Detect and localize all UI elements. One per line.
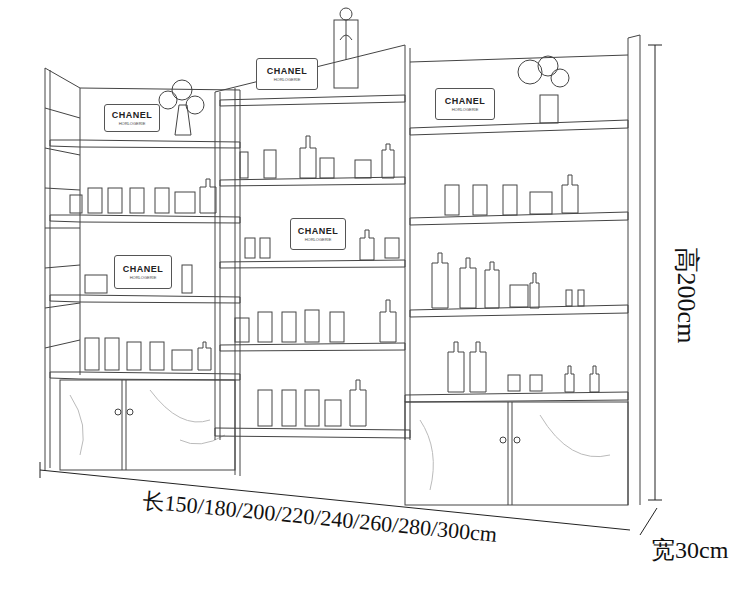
brand-name: CHANEL xyxy=(257,66,317,77)
brand-name: CHANEL xyxy=(291,226,345,237)
brand-sign: CHANELHORLOGERIE xyxy=(435,88,495,120)
brand-name: CHANEL xyxy=(115,264,171,275)
height-dimension: 高200cm xyxy=(673,247,699,344)
brand-subtitle: HORLOGERIE xyxy=(257,77,317,83)
brand-sign: CHANELHORLOGERIE xyxy=(290,218,346,250)
brand-sign: CHANELHORLOGERIE xyxy=(104,104,160,132)
left-shelf xyxy=(45,68,240,476)
brand-subtitle: HORLOGERIE xyxy=(105,121,159,127)
brand-sign: CHANELHORLOGERIE xyxy=(256,58,318,90)
brand-name: CHANEL xyxy=(105,110,159,121)
brand-subtitle: HORLOGERIE xyxy=(291,237,345,243)
brand-subtitle: HORLOGERIE xyxy=(115,275,171,281)
brand-subtitle: HORLOGERIE xyxy=(436,107,494,113)
depth-dimension: 宽30cm xyxy=(651,538,728,562)
brand-sign: CHANELHORLOGERIE xyxy=(114,255,172,289)
right-shelf xyxy=(405,35,640,505)
dimension-lines xyxy=(40,45,662,535)
middle-shelf xyxy=(215,8,410,440)
brand-name: CHANEL xyxy=(436,96,494,107)
